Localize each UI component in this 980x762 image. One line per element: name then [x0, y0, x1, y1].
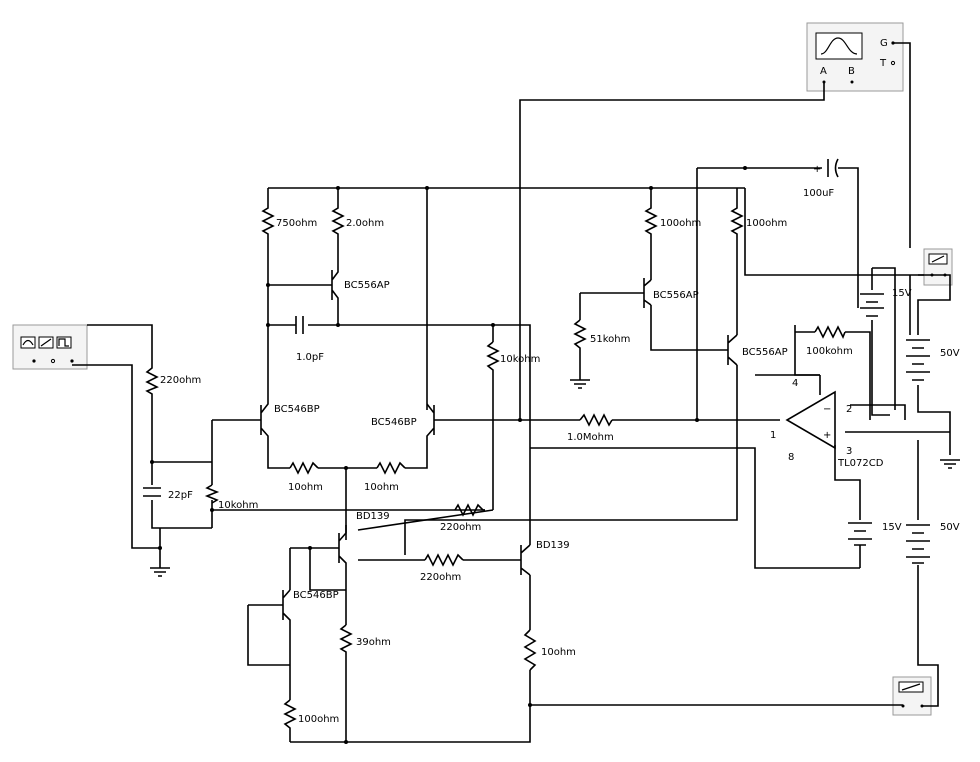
function-generator[interactable] [12, 324, 88, 370]
capacitor-c2-label: 22pF [168, 490, 193, 501]
ground-right [940, 459, 960, 469]
resistor-r14: 100ohm [730, 205, 787, 238]
resistor-r12-label: 100ohm [298, 714, 339, 725]
resistor-r5-label: 10kohm [500, 354, 540, 365]
resistor-r9: 220ohm [420, 553, 464, 583]
capacitor-c3-plus: + [813, 164, 821, 175]
resistor-r4: 10kohm [204, 484, 258, 511]
scope-channel-b-label: B [848, 66, 855, 77]
transistor-q8-label: BC556AP [742, 347, 788, 358]
resistor-r14-label: 100ohm [746, 218, 787, 229]
ground-middle [570, 379, 590, 389]
transistor-q1: BC556AP [331, 266, 390, 300]
oscilloscope[interactable]: A B G T [806, 22, 904, 92]
opamp-plus: + [823, 430, 831, 441]
resistor-r16-label: 1.0Mohm [567, 432, 614, 443]
resistor-r9-label: 220ohm [420, 572, 461, 583]
resistor-r15-label: 51kohm [590, 334, 630, 345]
wires [72, 42, 951, 743]
battery-b1: 15V [860, 288, 912, 317]
ammeter-bottom[interactable] [892, 676, 932, 716]
resistor-r2-label: 2.0ohm [346, 218, 384, 229]
scope-channel-a-label: A [820, 66, 827, 77]
battery-b4: 50V [906, 522, 960, 564]
transistor-q2: BC546BP [255, 402, 320, 438]
resistor-r8-label: 220ohm [440, 522, 481, 533]
resistor-r6-label: 10ohm [288, 482, 323, 493]
scope-trigger-label: T [879, 58, 887, 69]
ground-left [150, 567, 170, 577]
ammeter-top[interactable] [923, 248, 953, 286]
resistor-r11-label: 10ohm [541, 647, 576, 658]
capacitor-c2: 22pF [143, 487, 193, 501]
transistor-q5: BD139 [515, 540, 570, 576]
scope-ground-label: G [880, 38, 888, 49]
battery-b4-label: 50V [940, 522, 960, 533]
capacitor-c3: + 100uF [803, 158, 839, 199]
opamp-minus: − [823, 404, 831, 415]
transistor-q4-label: BD139 [356, 511, 390, 522]
resistor-r16: 1.0Mohm [567, 413, 614, 443]
battery-b3-label: 15V [882, 522, 902, 533]
resistor-r1-label: 750ohm [276, 218, 317, 229]
resistor-r10-label: 39ohm [356, 637, 391, 648]
resistor-r2: 2.0ohm [331, 205, 384, 238]
transistor-q6-label: BC546BP [293, 590, 339, 601]
opamp-pin-4: 4 [792, 378, 798, 389]
resistor-r17-label: 100kohm [806, 346, 853, 357]
transistor-q7: BC556AP [638, 278, 699, 308]
resistor-r3: 220ohm [145, 365, 201, 395]
transistor-q5-label: BD139 [536, 540, 570, 551]
battery-b2-label: 50V [940, 348, 960, 359]
resistor-r10: 39ohm [339, 624, 391, 655]
opamp-pin-3: 3 [846, 446, 852, 457]
transistor-q8: BC556AP [722, 334, 788, 366]
transistor-q1-label: BC556AP [344, 280, 390, 291]
resistor-r15: 51kohm [573, 319, 630, 350]
capacitor-c1: 1.0pF [295, 316, 324, 363]
transistor-q2-label: BC546BP [274, 404, 320, 415]
transistor-q3-label: BC546BP [371, 417, 417, 428]
opamp-pin-2: 2 [846, 404, 852, 415]
resistor-r13-label: 100ohm [660, 218, 701, 229]
resistor-r5: 10kohm [486, 341, 540, 373]
opamp-pin-8: 8 [788, 452, 794, 463]
capacitor-c3-label: 100uF [803, 188, 834, 199]
resistor-r4-label: 10kohm [218, 500, 258, 511]
resistor-r13: 100ohm [644, 205, 701, 238]
resistor-r6: 10ohm [288, 461, 323, 493]
battery-b3: 15V [848, 522, 902, 546]
resistor-r11: 10ohm [523, 629, 576, 671]
resistor-r3-label: 220ohm [160, 375, 201, 386]
resistor-r17: 100kohm [806, 325, 853, 357]
transistor-q4: BD139 [333, 511, 390, 565]
transistor-q7-label: BC556AP [653, 290, 699, 301]
opamp-part-label: TL072CD [837, 458, 884, 469]
battery-b1-label: 15V [892, 288, 912, 299]
opamp-pin-1: 1 [770, 430, 776, 441]
resistor-r12: 100ohm [283, 699, 339, 730]
resistor-r8: 220ohm [440, 503, 485, 533]
resistor-r7: 10ohm [364, 461, 406, 493]
battery-b2: 50V [906, 339, 960, 381]
transistor-q6: BC546BP [277, 589, 339, 625]
opamp-u1: − + 4 2 1 8 3 TL072CD [770, 378, 884, 469]
capacitor-c1-label: 1.0pF [296, 352, 324, 363]
resistor-r7-label: 10ohm [364, 482, 399, 493]
resistor-r1: 750ohm [261, 205, 317, 238]
junction-dots [150, 166, 747, 744]
transistor-q3: BC546BP [371, 403, 440, 438]
